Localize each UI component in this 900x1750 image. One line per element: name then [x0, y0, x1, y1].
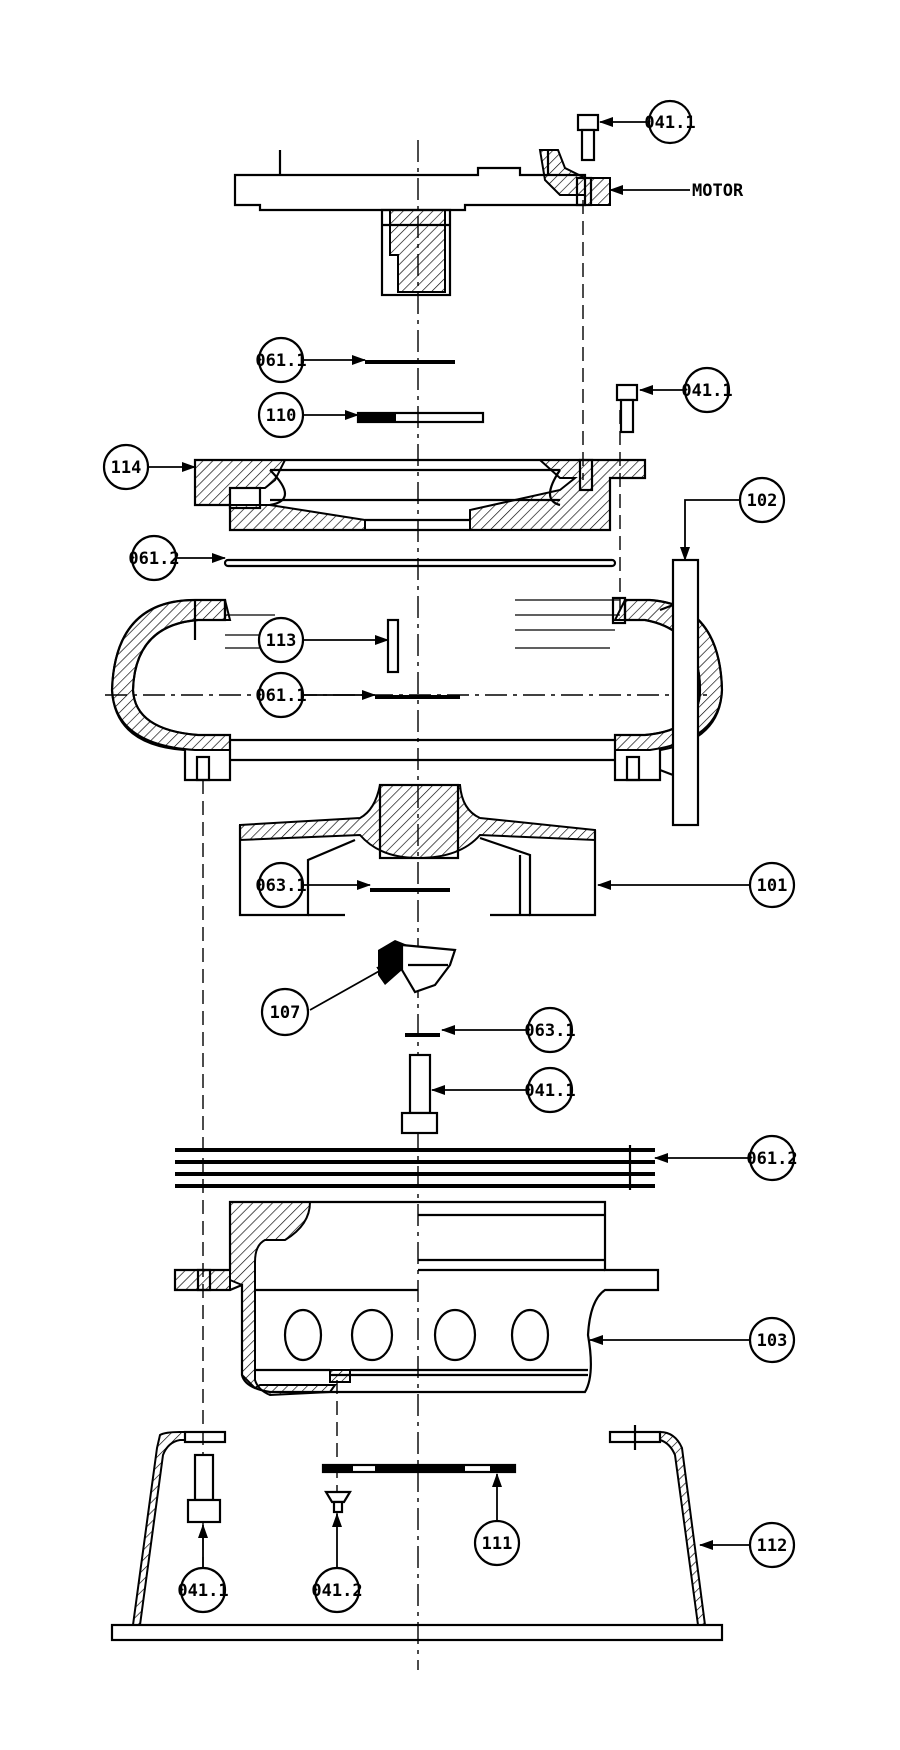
- svg-text:061.1: 061.1: [255, 686, 306, 706]
- callout-041-1-center: 041.1: [524, 1066, 576, 1114]
- svg-text:041.1: 041.1: [177, 1581, 228, 1601]
- callout-103: 103: [748, 1316, 796, 1364]
- callout-061-2-lower: 061.2: [746, 1134, 798, 1182]
- callout-041-1-top: 041.1: [644, 99, 696, 145]
- bolt-041-1-second: [615, 383, 639, 434]
- svg-text:102: 102: [747, 491, 778, 511]
- label-motor: MOTOR: [692, 181, 744, 201]
- callout-063-1-upper: 063.1: [255, 861, 307, 909]
- callout-101: 101: [748, 861, 796, 909]
- svg-text:063.1: 063.1: [255, 876, 306, 896]
- svg-text:061.1: 061.1: [255, 351, 306, 371]
- callout-061-1-lower: 061.1: [255, 671, 307, 719]
- callout-113: 113: [257, 616, 305, 664]
- seal-107: [378, 940, 457, 1037]
- svg-text:041.1: 041.1: [524, 1081, 575, 1101]
- callout-112: 112: [748, 1521, 796, 1569]
- svg-text:101: 101: [757, 876, 788, 896]
- impeller-101: [238, 783, 597, 917]
- svg-text:110: 110: [266, 406, 297, 426]
- callout-114: 114: [102, 443, 150, 491]
- svg-text:041.2: 041.2: [311, 1581, 362, 1601]
- svg-text:041.1: 041.1: [644, 113, 695, 133]
- svg-text:041.1: 041.1: [681, 381, 732, 401]
- callout-111: 111: [473, 1519, 521, 1567]
- svg-text:112: 112: [757, 1536, 788, 1556]
- svg-text:111: 111: [482, 1534, 513, 1554]
- o-ring-061-2-stack: [175, 1145, 655, 1190]
- washer-110: [356, 411, 485, 424]
- callout-041-2: 041.2: [311, 1566, 363, 1614]
- svg-text:114: 114: [111, 458, 142, 478]
- pump-casing-103: [173, 1200, 660, 1397]
- svg-text:061.2: 061.2: [128, 549, 179, 569]
- center-axis-lines: [105, 140, 710, 1670]
- plate-111: [321, 1463, 517, 1474]
- volute-casing-102: [110, 558, 724, 827]
- base-112: [110, 1425, 724, 1642]
- callout-061-1-upper: 061.1: [255, 336, 307, 384]
- svg-text:107: 107: [270, 1003, 301, 1023]
- callout-041-1-second: 041.1: [681, 366, 733, 414]
- svg-text:061.2: 061.2: [746, 1149, 797, 1169]
- bolt-041-1-top: [576, 113, 600, 162]
- callout-leaders: [148, 117, 750, 1568]
- svg-text:113: 113: [266, 631, 297, 651]
- bolt-041-1-center: [400, 1053, 439, 1135]
- callout-102: 102: [738, 476, 786, 524]
- svg-text:103: 103: [757, 1331, 788, 1351]
- cover-114: [193, 458, 647, 532]
- callout-063-1-lower: 063.1: [524, 1006, 576, 1054]
- callout-061-2-upper: 061.2: [128, 534, 180, 582]
- callout-107: 107: [260, 987, 310, 1037]
- o-ring-061-2-upper: [223, 558, 617, 568]
- motor-flange: [233, 149, 611, 297]
- screw-041-2: [324, 1490, 352, 1514]
- callout-041-1-bottom: 041.1: [177, 1566, 229, 1614]
- bolt-041-1-bottom: [186, 1453, 222, 1524]
- svg-text:063.1: 063.1: [524, 1021, 575, 1041]
- callout-110: 110: [257, 391, 305, 439]
